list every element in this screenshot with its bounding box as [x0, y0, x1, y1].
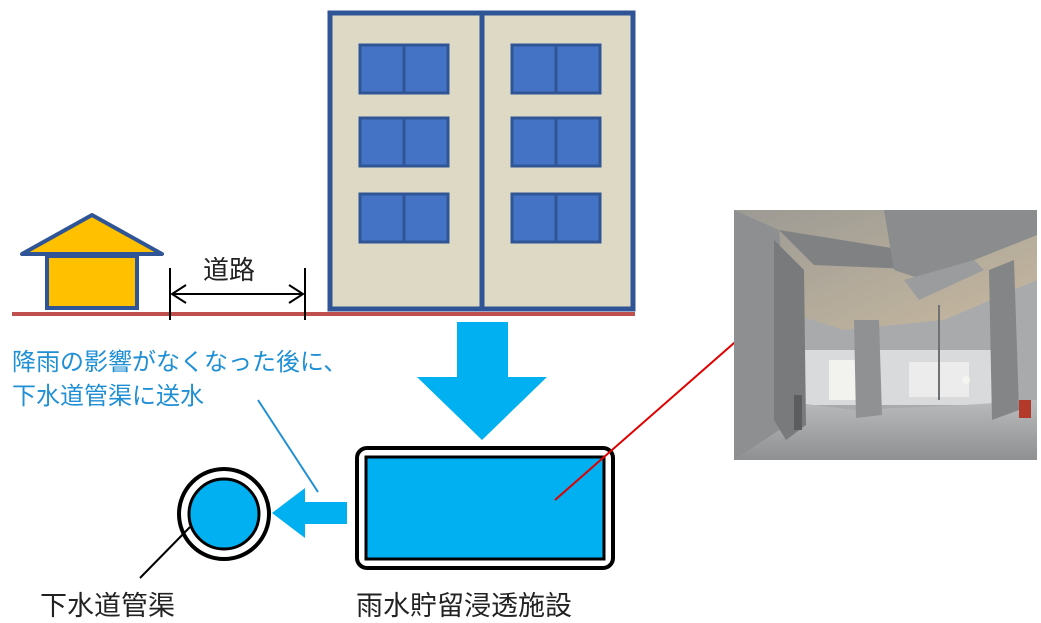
road-label: 道路 [203, 256, 256, 286]
building-windows [358, 43, 602, 244]
pipe-leader-line [139, 526, 191, 579]
underground-storage-photo [734, 210, 1037, 460]
left-arrow [272, 488, 347, 538]
transfer-note-line1: 降雨の影響がなくなった後に、 [12, 348, 348, 376]
building [327, 10, 636, 312]
sewer-pipe-label: 下水道管渠 [40, 591, 175, 622]
road-dimension [169, 268, 306, 320]
storage-facility-tank [355, 446, 615, 570]
sewer-pipe-circle [177, 467, 271, 561]
down-arrow [417, 322, 547, 440]
photo-pointer-line [554, 335, 743, 501]
storage-facility-label: 雨水貯留浸透施設 [356, 591, 572, 622]
house-icon [20, 213, 164, 310]
transfer-note-line2: 下水道管渠に送水 [12, 382, 204, 410]
note-leader-line [257, 399, 319, 493]
